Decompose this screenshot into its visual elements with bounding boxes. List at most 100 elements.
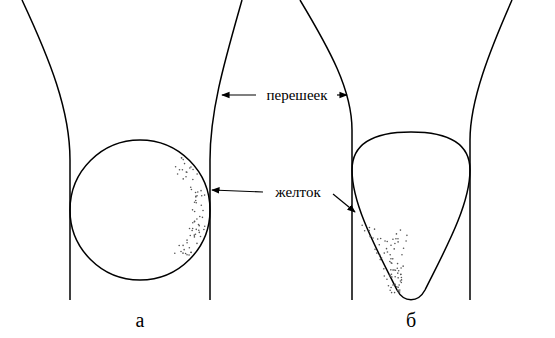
stipple-dot: [390, 269, 392, 271]
stipple-dot: [391, 292, 393, 294]
stipple-dot: [195, 229, 197, 231]
stipple-dot: [199, 232, 201, 234]
stipple-dot: [396, 233, 398, 235]
stipple-dot: [389, 261, 391, 263]
stipple-dot: [388, 285, 390, 287]
panel-letter: а: [134, 309, 147, 331]
stipple-dot: [182, 169, 184, 171]
stipple-dot: [390, 262, 392, 264]
stipple-dot: [182, 159, 184, 161]
yolk-deformed: [352, 132, 470, 300]
stipple-dot: [184, 163, 186, 165]
stipple-dot: [399, 291, 401, 293]
stipple-dot: [396, 267, 398, 269]
stipple-dot: [399, 289, 401, 291]
stipple-dot: [392, 238, 394, 240]
stipple-dot: [190, 252, 192, 254]
stipple-dot: [387, 251, 389, 253]
stipple-dot: [364, 230, 366, 232]
stipple-dot: [182, 178, 184, 180]
stipple-dot: [190, 251, 192, 253]
stipple-dot: [174, 252, 176, 254]
stipple-dot: [196, 243, 198, 245]
stipple-dot: [189, 247, 191, 249]
stipple-dot: [383, 268, 385, 270]
stipple-dot: [376, 252, 378, 254]
stipple-dot: [204, 194, 206, 196]
stipple-dot: [195, 202, 197, 204]
stipple-dot: [400, 273, 402, 275]
stipple-dot: [384, 240, 386, 242]
stipple-dot: [192, 222, 194, 224]
stipple-dot: [398, 270, 400, 272]
stipple-dot: [392, 284, 394, 286]
stipple-dot: [390, 276, 392, 278]
stipple-dot: [379, 255, 381, 257]
stipple-dot: [383, 252, 385, 254]
stipple-dot: [394, 243, 396, 245]
stipple-dot: [182, 245, 184, 247]
stipple-dot: [398, 284, 400, 286]
stipple-dot: [391, 262, 393, 264]
stipple-dot: [372, 237, 374, 239]
stipple-dot: [378, 244, 380, 246]
stipple-dot: [389, 274, 391, 276]
stipple-dot: [406, 235, 408, 237]
stipple-dot: [186, 171, 188, 173]
stipple-dot: [392, 258, 394, 260]
stipple-dot: [397, 241, 399, 243]
tube-wall: [22, 0, 70, 300]
stipple-dot: [194, 221, 196, 223]
stipple-dot: [397, 289, 399, 291]
stipple-dot: [368, 230, 370, 232]
stipple-dot: [175, 166, 177, 168]
stipple-dot: [191, 230, 193, 232]
stipple-dot: [381, 257, 383, 259]
yolk-round: [70, 140, 210, 280]
stipple-dot: [397, 277, 399, 279]
stipple-dot: [402, 265, 404, 267]
leader-arrow: [212, 190, 263, 192]
stipple-dot: [192, 169, 194, 171]
leader-arrow: [337, 94, 347, 95]
part-label: перешеек: [265, 87, 330, 104]
stipple: [174, 157, 408, 293]
stipple-dot: [178, 245, 180, 247]
stipple-dot: [383, 275, 385, 277]
stipple-dot: [401, 254, 403, 256]
tube-wall: [300, 0, 352, 300]
stipple-dot: [185, 253, 187, 255]
stipple-dot: [192, 179, 194, 181]
stipple-dot: [194, 236, 196, 238]
stipple-dot: [405, 240, 407, 242]
stipple-dot: [198, 224, 200, 226]
stipple-dot: [397, 290, 399, 292]
stipple-dot: [202, 210, 204, 212]
stipple-dot: [393, 269, 395, 271]
stipple-dot: [196, 218, 198, 220]
stipple-dot: [369, 227, 371, 229]
stipple-dot: [190, 166, 192, 168]
stipple-dot: [403, 248, 405, 250]
stipple-dot: [386, 241, 388, 243]
stipple-dot: [186, 239, 188, 241]
stipple-dot: [191, 189, 193, 191]
stipple-dot: [379, 259, 381, 261]
stipple-dot: [195, 196, 197, 198]
stipple-dot: [395, 269, 397, 271]
stipple-dot: [194, 221, 196, 223]
stipple-dot: [179, 169, 181, 171]
stipple-dot: [400, 229, 402, 231]
stipple-dot: [194, 201, 196, 203]
leader-arrow: [333, 194, 355, 212]
stipple-dot: [183, 249, 185, 251]
stipple-dot: [361, 224, 363, 226]
stipple-dot: [389, 289, 391, 291]
stipple-dot: [374, 249, 376, 251]
stipple-dot: [397, 286, 399, 288]
stipple-dot: [189, 228, 191, 230]
stipple-dot: [401, 277, 403, 279]
stipple-dot: [390, 258, 392, 260]
